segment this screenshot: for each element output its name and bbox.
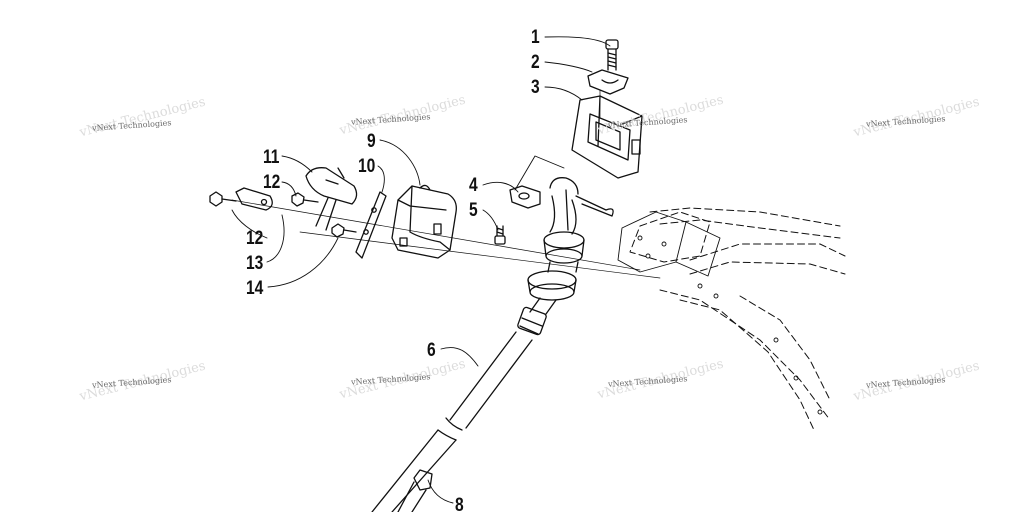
callout-6: 6	[427, 340, 436, 361]
part-5-bolt	[494, 225, 506, 245]
callout-11: 11	[263, 147, 280, 168]
callout-2: 2	[531, 52, 540, 73]
assembly-lines	[231, 89, 661, 279]
callout-12-lower: 12	[246, 228, 264, 249]
callout-14: 14	[246, 278, 264, 299]
hardware-12-13-14	[209, 187, 357, 238]
frame-solid	[617, 211, 823, 415]
callout-4: 4	[469, 175, 478, 196]
part-10-plate	[355, 191, 387, 259]
part-2-clamp-cap	[587, 69, 629, 95]
callout-13: 13	[246, 253, 264, 274]
part-9-cover	[391, 184, 457, 259]
callout-3: 3	[531, 77, 540, 98]
callout-10: 10	[358, 156, 376, 177]
part-8-fitting	[397, 469, 433, 512]
steering-column-upper	[517, 177, 614, 336]
part-3-bracket	[571, 95, 643, 179]
frame-dashed	[629, 207, 846, 431]
callout-12-upper: 12	[263, 172, 281, 193]
callout-5: 5	[469, 200, 478, 221]
part-4-small-clamp	[509, 185, 541, 209]
callout-8: 8	[455, 495, 464, 516]
part-11-arm	[305, 167, 358, 231]
part-6-steering-shaft	[371, 331, 533, 512]
callout-9: 9	[367, 131, 376, 152]
callout-1: 1	[531, 27, 540, 48]
part-1-bolt	[605, 39, 619, 71]
leader-lines	[231, 36, 611, 504]
